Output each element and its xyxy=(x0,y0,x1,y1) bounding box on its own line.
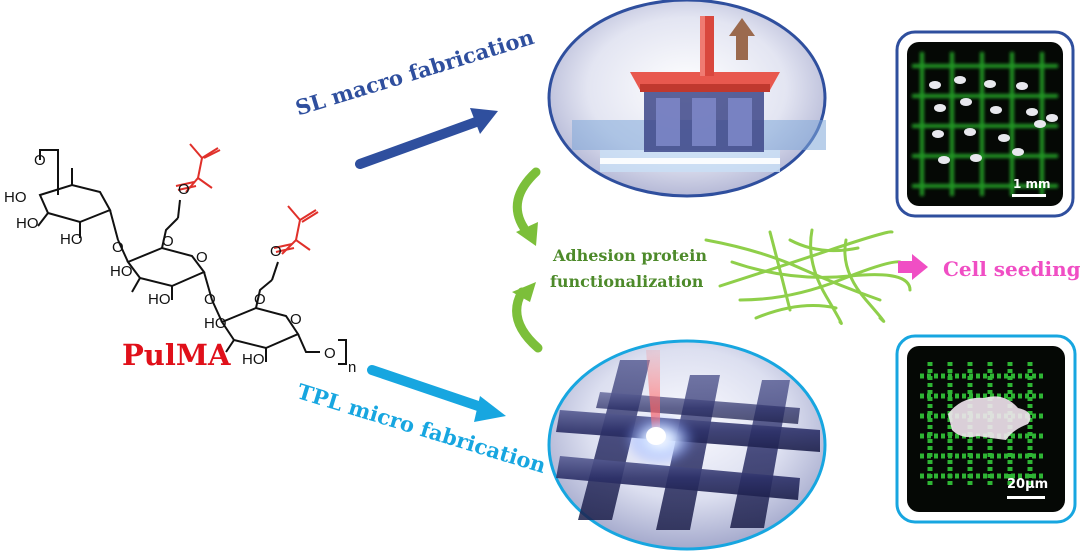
atom-ho: HO xyxy=(4,189,27,206)
functionalization-label-line2: functionalization xyxy=(550,272,704,291)
sl-fabrication-illustration xyxy=(547,0,827,198)
atom-ho: HO xyxy=(16,215,39,232)
sl-route-arrow xyxy=(355,108,498,169)
repeat-index-n: n xyxy=(348,359,356,376)
atom-o: O xyxy=(196,249,208,266)
atom-ho: HO xyxy=(242,351,265,368)
functionalization-label-line1: Adhesion protein xyxy=(553,246,707,265)
atom-o: O xyxy=(290,311,302,328)
atom-o: O xyxy=(324,345,336,362)
atom-o: O xyxy=(204,291,216,308)
tpl-route-arrow xyxy=(367,365,506,422)
micrograph-macro-scaffold xyxy=(895,30,1075,218)
atom-ho: HO xyxy=(148,291,171,308)
molecule-name: PulMA xyxy=(122,338,231,372)
cell-seeding-label: Cell seeding xyxy=(943,257,1080,281)
adhesion-protein-fibers-icon xyxy=(704,228,912,325)
micrograph-micro-scaffold xyxy=(895,334,1077,524)
atom-ho: HO xyxy=(204,315,227,332)
scale-label-bottom: 20μm xyxy=(1007,477,1049,492)
atom-o: O xyxy=(34,152,46,169)
curved-arrow-head-bottom xyxy=(512,282,536,302)
scale-bar-bottom xyxy=(1007,496,1045,499)
tpl-fabrication-illustration xyxy=(547,339,827,551)
atom-o: O xyxy=(270,243,282,260)
atom-o: O xyxy=(178,181,190,198)
curved-arrow-from-sl xyxy=(512,167,541,233)
scale-label-top: 1 mm xyxy=(1013,177,1051,191)
atom-o: O xyxy=(112,239,124,256)
seeded-cell xyxy=(948,396,1031,440)
atom-labels: O HO HO HO O O O O HO HO O O O O HO HO O… xyxy=(4,152,356,376)
atom-ho: HO xyxy=(110,263,133,280)
scale-bar-top xyxy=(1012,194,1046,197)
pulma-chemical-structure xyxy=(37,143,347,365)
curved-arrow-from-tpl xyxy=(512,287,543,353)
glucose-ring-1 xyxy=(38,183,112,224)
seeding-arrow xyxy=(898,254,928,280)
atom-o: O xyxy=(162,233,174,250)
atom-o: O xyxy=(254,291,266,308)
curved-arrow-head-top xyxy=(516,222,538,246)
atom-ho: HO xyxy=(60,231,83,248)
